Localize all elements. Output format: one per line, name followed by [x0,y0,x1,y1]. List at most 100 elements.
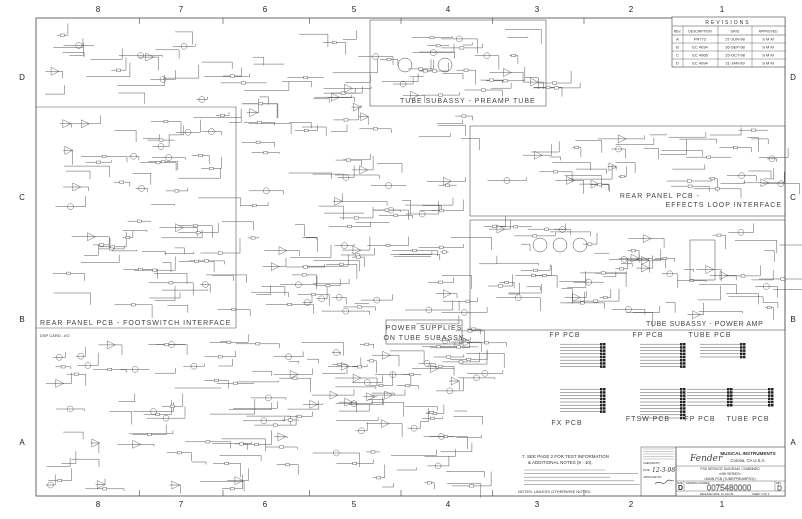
connector-pin [683,397,686,401]
opamp-symbol [430,364,439,373]
preamp-tube-box [369,19,547,107]
column-label: 4 [446,5,451,14]
resistor-symbol [292,376,298,380]
opamp-symbol [384,390,394,400]
resistor-symbol [459,46,465,50]
resistor-symbol [504,281,509,284]
connector-pin [730,400,733,404]
revisions-cell: EC 4094 [692,61,708,66]
connector-pin [683,416,686,420]
fp-pcb-label-1: FP PCB [549,332,580,339]
revisions-cell: S M M [762,53,774,58]
connector-pin [727,391,730,394]
resistor-symbol [311,293,316,296]
connector-pin [603,352,606,356]
connector-pin [680,365,683,368]
opamp-symbol [271,262,280,271]
row-label: D [19,73,25,82]
revisions-cell: 15-OCT-98 [725,53,746,58]
transistor-symbol [202,281,209,288]
resistor-symbol [343,118,349,122]
transistor-symbol [77,353,85,360]
transistor-symbol [304,299,311,306]
transistor-symbol [180,43,188,50]
opamp-symbol [329,390,339,400]
resistor-symbol [544,227,549,231]
connector-pin [600,400,603,404]
power-supplies-label-1: POWER SUPPLIES [386,325,463,332]
transistor-symbol [208,128,215,135]
connector-pin [600,365,603,368]
resistor-symbol [418,67,423,71]
vacuum-tube-symbol [552,237,568,253]
resistor-symbol [689,279,694,282]
resistor-symbol [304,129,309,132]
resistor-symbol [437,364,443,368]
resistor-symbol [205,440,211,444]
tube-pcb-label-2: TUBE PCB [726,416,769,423]
resistor-symbol [481,88,486,92]
resistor-symbol [443,435,448,438]
resistor-symbol [339,262,344,266]
connector-pin [680,346,683,349]
resistor-symbol [386,58,392,61]
opamp-symbol [249,108,259,117]
connector-pin [603,400,606,404]
revisions-cell: B [676,45,679,50]
resistor-symbol [155,413,160,416]
resistor-symbol [648,258,653,262]
resistor-symbol [442,250,447,254]
connector-pin [603,394,606,397]
resistor-symbol [542,274,547,277]
resistor-symbol [198,153,203,157]
drawing-title-2: <HW SERIES> [719,472,742,476]
connector-pin [600,343,603,346]
resistor-symbol [252,204,257,207]
revisions-cell: EC 4034 [692,45,708,50]
column-label: 8 [96,5,101,14]
opamp-symbol [87,232,96,242]
column-label: 5 [352,500,357,509]
notes-footer: NOTES: UNLESS OTHERWISE NOTED [518,489,590,494]
resistor-symbol [230,74,235,78]
revisions-cell: 27-JUN-98 [725,37,745,42]
resistor-symbol [715,187,720,191]
resistor-symbol [393,213,398,217]
resistor-symbol [767,306,772,309]
fp-pcb-label-2: FP PCB [632,332,663,339]
connector-pin [600,349,603,352]
connector-pin [771,404,774,407]
connector-pin [603,343,606,346]
revisions-header: DESCRIPTION [688,30,712,34]
opamp-symbol [289,370,299,379]
revisions-cell: EC 4066 [692,53,708,58]
sheet-number: SHEET 1 OF 3 [752,492,770,496]
resistor-symbol [332,41,337,45]
connector-pin [771,394,774,397]
resistor-symbol [152,268,157,272]
resistor-symbol [463,68,469,72]
effects-loop-box [469,125,786,217]
connector-pin [768,397,771,401]
resistor-symbol [378,384,384,387]
revisions-cell: 21-JAN-99 [725,61,745,66]
vacuum-tube-symbol [437,57,453,73]
connector-pin [683,407,686,410]
transistor-symbol [162,415,170,422]
connector-pin [603,349,606,352]
footswitch-label: REAR PANEL PCB - FOOTSWITCH INTERFACE [40,320,231,327]
connector-pin [740,343,743,346]
connector-pin [683,365,686,368]
column-label: 1 [720,5,725,14]
circuit-wiring [45,23,802,498]
connector-pin [680,400,683,404]
connector-pin [740,355,743,359]
opamp-symbol [352,373,362,383]
resistor-symbol [96,160,101,164]
resistor-symbol [780,277,785,281]
resistor-symbol [131,303,136,307]
resistor-symbol [429,411,434,414]
opamp-symbol [382,350,391,360]
